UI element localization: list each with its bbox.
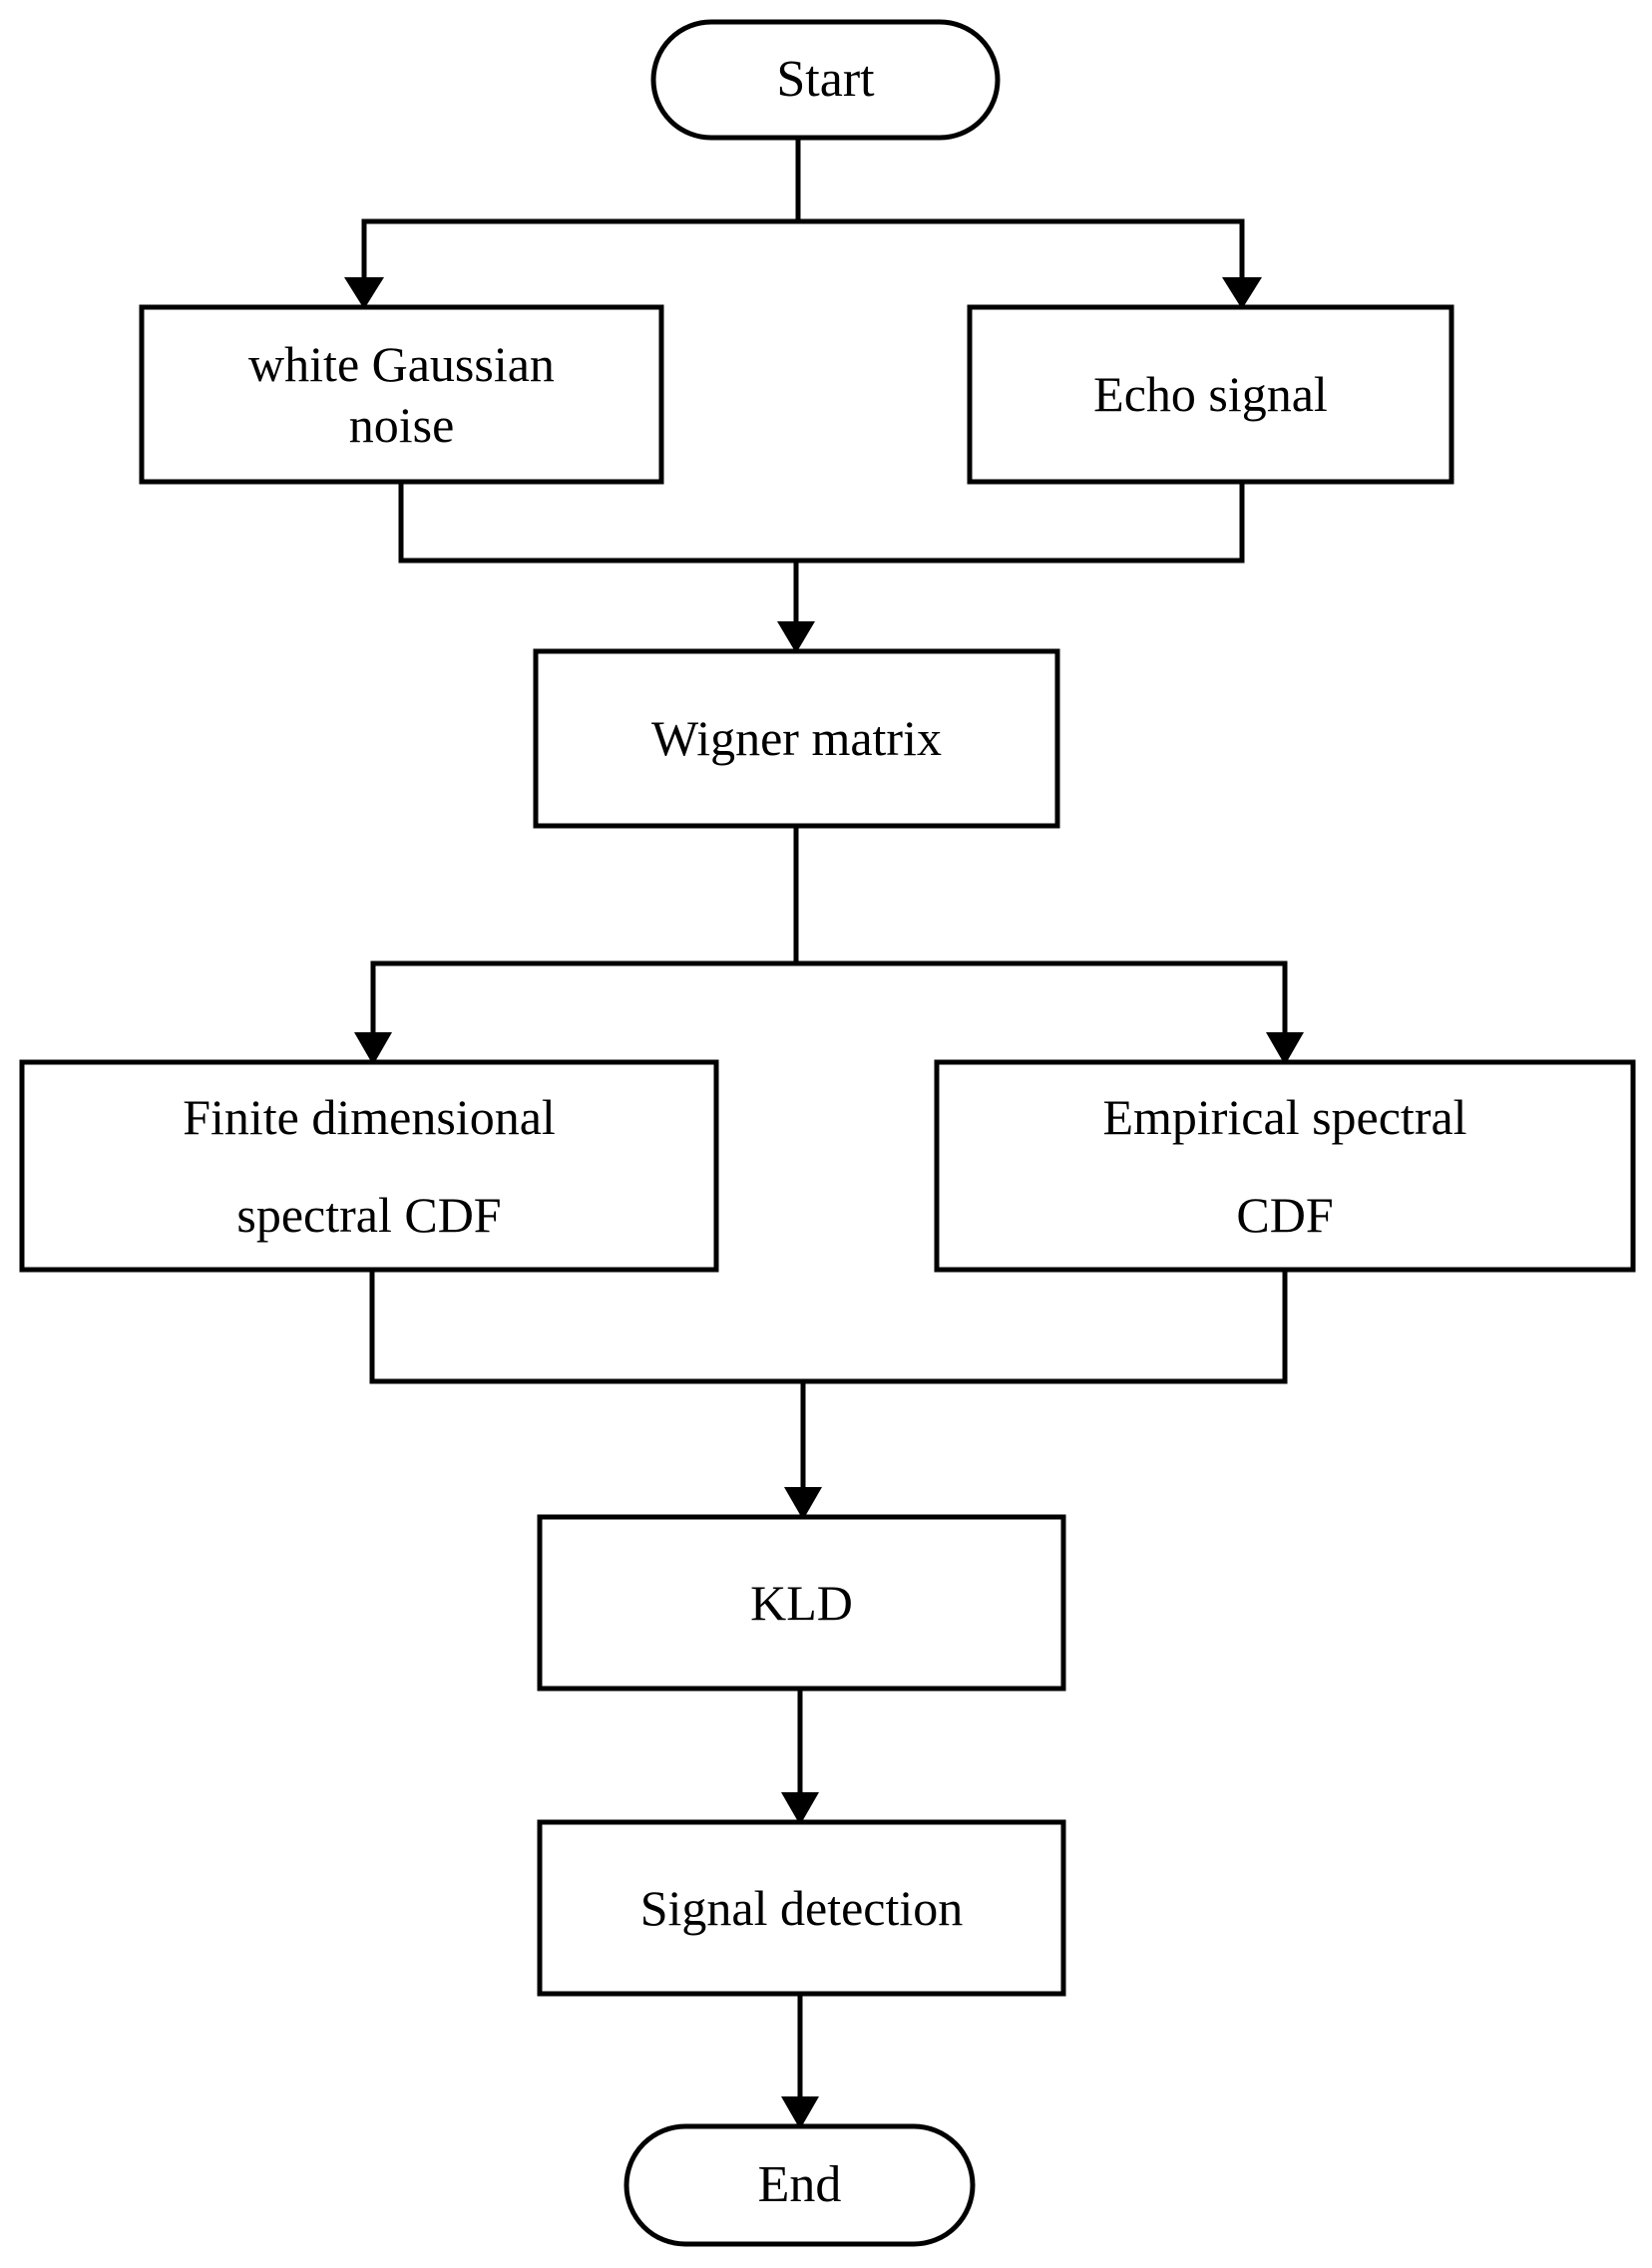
node-shape-end[interactable] <box>623 2123 976 2247</box>
node-shape-empirical-spectral-cdf[interactable] <box>934 1059 1636 1273</box>
edge-finite-cdf-to-kld <box>369 1270 803 1384</box>
node-shape-finite-dimensional-spectral-cdf[interactable] <box>19 1059 719 1273</box>
edge-empirical-cdf-to-kld <box>800 1270 1288 1491</box>
arrowhead-layer <box>344 277 1304 2129</box>
edge-start-to-echo <box>798 218 1245 281</box>
edge-echo-to-wigner <box>793 482 1245 625</box>
connector-layer <box>361 138 1288 2100</box>
node-shape-wigner-matrix[interactable] <box>533 648 1060 829</box>
node-shape-signal-detection[interactable] <box>537 1819 1066 1997</box>
arrowhead-to-echo-signal <box>1222 277 1262 309</box>
edge-wigner-to-finite-cdf <box>370 826 799 1036</box>
arrowhead-to-wigner-matrix <box>777 621 815 653</box>
node-shape-white-gaussian-noise[interactable] <box>139 304 664 485</box>
node-shape-layer <box>19 19 1636 2247</box>
arrowhead-to-empirical-spectral-cdf <box>1266 1032 1304 1065</box>
arrowhead-to-white-gaussian-noise <box>344 277 384 309</box>
arrowhead-to-signal-detection <box>781 1792 819 1825</box>
edge-wigner-to-empirical-cdf <box>796 960 1288 1036</box>
arrowhead-to-kld <box>784 1487 822 1520</box>
node-shape-kld[interactable] <box>537 1514 1066 1692</box>
arrowhead-to-end <box>781 2096 819 2129</box>
node-shape-echo-signal[interactable] <box>967 304 1454 485</box>
edge-noise-to-wigner <box>398 482 796 564</box>
node-shape-start[interactable] <box>650 19 1001 141</box>
arrowhead-to-finite-dimensional-spectral-cdf <box>354 1032 392 1065</box>
edge-start-to-noise <box>361 138 801 281</box>
